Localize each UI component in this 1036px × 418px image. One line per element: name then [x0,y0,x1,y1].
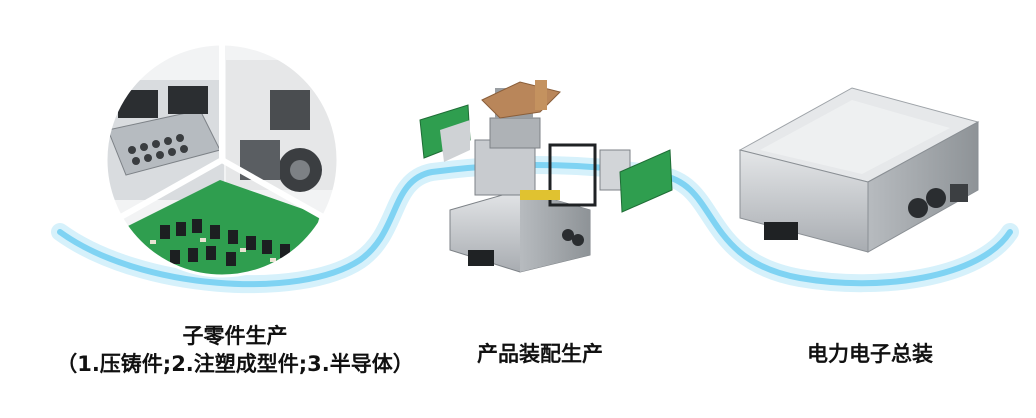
exploded-assembly [419,80,673,273]
component-parts-collage [104,42,340,278]
stage2-title: 产品装配生产 [477,342,603,366]
stage1-caption: 子零件生产 （1.压铸件;2.注塑成型件;3.半导体） [40,322,430,378]
flow-wave [51,156,1019,294]
stage1-subtitle: （1.压铸件;2.注塑成型件;3.半导体） [56,352,414,376]
stage1-title: 子零件生产 [182,324,288,348]
die-cast-part-image [106,80,224,200]
molded-part-image [226,60,338,192]
stage3-title: 电力电子总装 [807,342,933,366]
finished-power-electronics-unit [738,87,980,253]
